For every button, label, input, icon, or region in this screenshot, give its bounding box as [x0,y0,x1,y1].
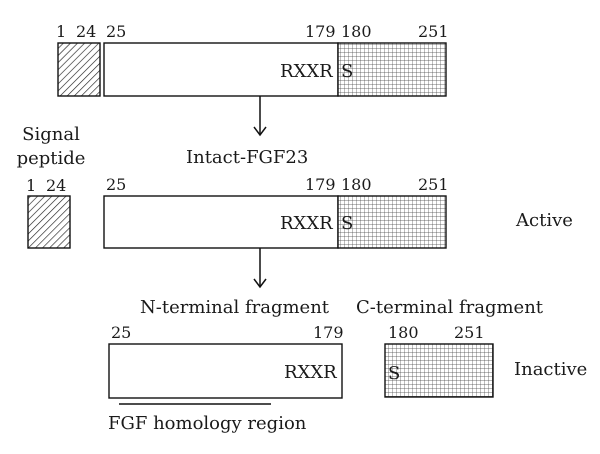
intact-c-terminal-block [337,195,447,249]
signal-start-label: 1 [56,22,66,41]
intact-c-start: 180 [341,175,372,194]
c-start-label: 180 [341,22,372,41]
mid-end-label: 179 [305,22,336,41]
signal-peptide-box [27,195,71,249]
intact-row: 25 179 180 251 RXXR S Active [103,175,573,249]
c-terminal-fragment-block [384,343,494,398]
n-terminal-title: N-terminal fragment [140,297,330,318]
signal-label-line2: peptide [17,148,86,169]
c-end-label: 251 [418,22,449,41]
homology-region-label: FGF homology region [108,413,307,434]
c-terminal-block [337,42,447,97]
inactive-status-label: Inactive [514,359,587,380]
signal-end-label: 24 [76,22,96,41]
signal-peptide-end: 24 [46,176,66,195]
fgf-core-block [103,42,339,97]
signal-peptide-block [57,42,101,97]
signal-peptide-group: Signal peptide 1 24 [17,124,86,249]
n-terminal-end: 179 [313,323,344,342]
n-terminal-rxxr: RXXR [284,362,337,383]
intact-s-mark: S [341,213,353,234]
n-terminal-fragment: N-terminal fragment 25 179 RXXR FGF homo… [108,297,344,434]
intact-mid-end: 179 [305,175,336,194]
signal-label-line1: Signal [22,124,80,145]
c-terminal-start: 180 [388,323,419,342]
precursor-row: 1 24 25 179 180 251 RXXR S [56,22,449,97]
n-terminal-start: 25 [111,323,131,342]
intact-rxxr-label: RXXR [280,213,333,234]
rxxr-motif-label: RXXR [280,61,333,82]
mid-start-label: 25 [106,22,126,41]
c-terminal-end: 251 [454,323,485,342]
intact-c-end: 251 [418,175,449,194]
c-terminal-title: C-terminal fragment [356,297,544,318]
intact-mid-start: 25 [106,175,126,194]
signal-peptide-start: 1 [26,176,36,195]
n-terminal-block [108,343,343,399]
s-mark-label: S [341,61,353,82]
cleavage-arrow-2 [253,248,267,289]
cleavage-arrow-1 [253,96,267,137]
intact-fgf23-label: Intact-FGF23 [186,147,308,168]
intact-core-block [103,195,339,249]
c-terminal-s-mark: S [388,363,400,384]
active-status-label: Active [515,210,573,231]
c-terminal-fragment: C-terminal fragment 180 251 S Inactive [356,297,587,398]
